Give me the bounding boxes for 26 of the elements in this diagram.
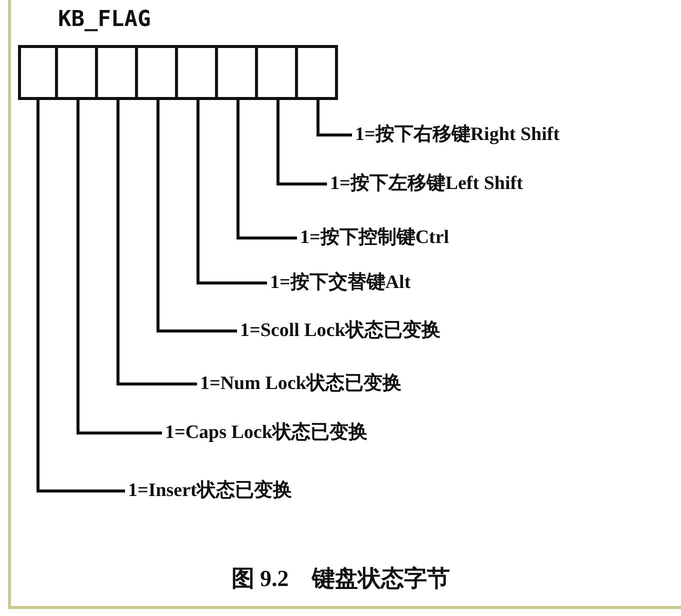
bit-label: 1=Insert状态已变换 <box>128 479 292 503</box>
leader-line <box>156 100 237 332</box>
bit-cell <box>58 45 98 100</box>
bit-cell <box>298 45 338 100</box>
bit-cell <box>218 45 258 100</box>
bit-label: 1=按下控制键Ctrl <box>300 226 450 250</box>
leader-line <box>36 100 125 492</box>
bit-label: 1=按下右移键Right Shift <box>355 123 560 147</box>
leader-line <box>276 100 327 186</box>
figure-caption: 图 9.2 键盘状态字节 <box>230 565 451 593</box>
leader-line <box>116 100 197 386</box>
bit-label: 1=Caps Lock状态已变换 <box>165 421 368 445</box>
leader-line <box>76 100 162 434</box>
leader-line <box>316 100 352 136</box>
bit-cell <box>18 45 58 100</box>
leader-line <box>236 100 297 240</box>
bit-label: 1=按下左移键Left Shift <box>330 172 523 196</box>
bit-cell <box>178 45 218 100</box>
bit-cell <box>258 45 298 100</box>
bit-label: 1=按下交替键Alt <box>270 271 411 295</box>
bit-cell <box>138 45 178 100</box>
leader-line <box>196 100 267 284</box>
bit-cell <box>98 45 138 100</box>
register-name: KB_FLAG <box>58 7 151 32</box>
bit-label: 1=Num Lock状态已变换 <box>200 372 402 396</box>
bit-label: 1=Scoll Lock状态已变换 <box>240 319 440 343</box>
